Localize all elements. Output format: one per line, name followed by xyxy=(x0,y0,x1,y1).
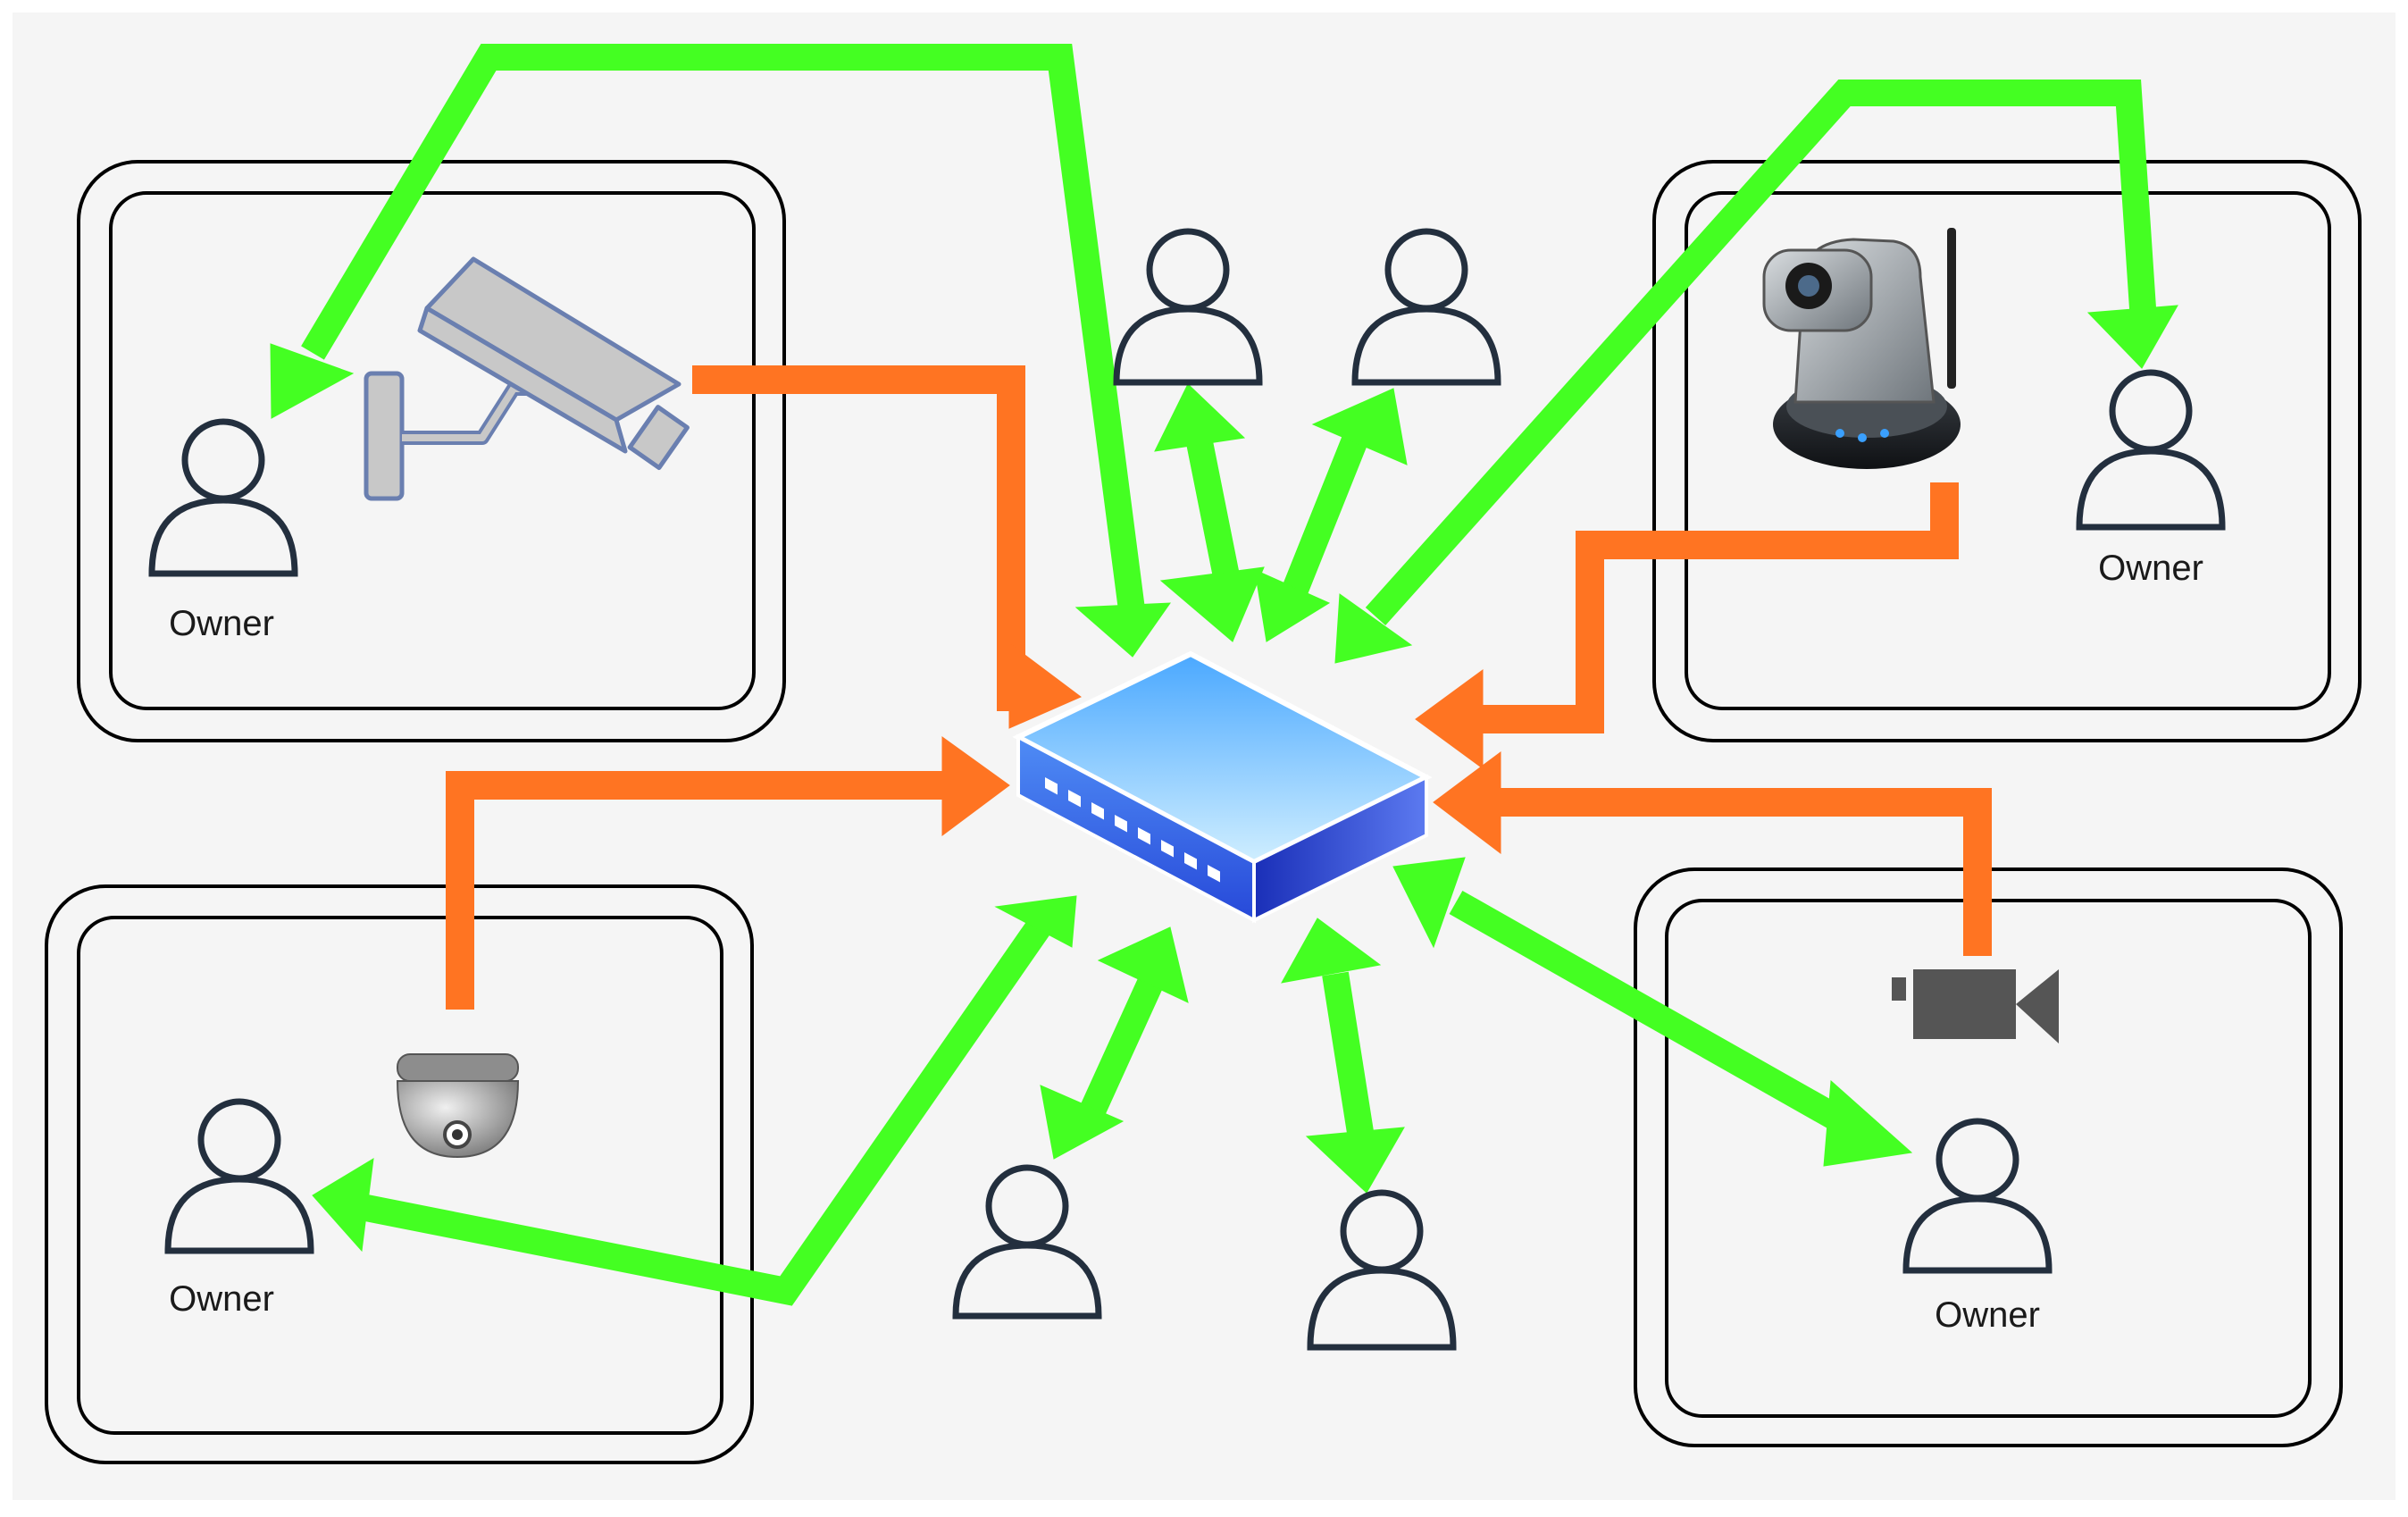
orange-arrow-dome-to-hub xyxy=(446,771,956,1010)
green-arrow-viewer1 xyxy=(1183,426,1242,588)
green-arrowhead-hub-from-bottom-right xyxy=(1392,857,1466,949)
viewer-person-icon-1 xyxy=(1113,228,1263,386)
green-arrowhead-viewer2-bottom xyxy=(1254,569,1331,642)
green-arrow-hub-to-owner-bottom-left xyxy=(355,917,1052,1306)
dome-camera-icon xyxy=(396,1053,520,1159)
orange-arrowhead-bullet xyxy=(1008,642,1082,729)
green-arrowhead-viewer1-bottom xyxy=(1159,566,1265,642)
top-right-zone-frame xyxy=(1652,160,2362,742)
orange-arrow-video-to-hub xyxy=(1496,788,1992,956)
viewer-person-icon-4 xyxy=(1307,1189,1457,1351)
viewer-person-icon-2 xyxy=(1351,228,1501,386)
owner-person-icon-bottom-left xyxy=(164,1098,314,1254)
orange-arrows xyxy=(446,365,1992,1010)
viewer-person-icon-3 xyxy=(952,1164,1102,1320)
bottom-left-zone-frame xyxy=(45,884,754,1464)
green-arrowhead-hub-from-top-right xyxy=(1334,593,1413,664)
green-arrowhead-viewer3-top xyxy=(1097,926,1189,1003)
green-arrowhead-viewer2-top xyxy=(1311,388,1408,465)
owner-label-bottom-left: Owner xyxy=(169,1279,274,1319)
orange-arrowhead-dome xyxy=(941,736,1010,836)
orange-arrow-ipcam-to-hub xyxy=(1474,482,1959,733)
green-arrowhead-viewer4-bottom xyxy=(1305,1127,1405,1194)
orange-arrowhead-ipcam xyxy=(1415,669,1484,769)
orange-arrowhead-video xyxy=(1433,751,1501,855)
network-switch-icon xyxy=(1012,650,1433,924)
green-arrowhead-hub-from-bottom-left xyxy=(994,895,1077,948)
owner-label-top-right: Owner xyxy=(2098,549,2203,588)
green-arrow-viewer4 xyxy=(1322,971,1375,1146)
green-arrow-hub-to-owner-top-left xyxy=(301,44,1146,618)
owner-person-icon-top-right xyxy=(2076,369,2226,531)
owner-person-icon-bottom-right xyxy=(1902,1118,2053,1274)
green-arrow-viewer3 xyxy=(1077,963,1169,1123)
green-arrowhead-owner-bottom-right xyxy=(1823,1079,1913,1167)
green-arrows xyxy=(270,44,2178,1306)
video-camera-icon xyxy=(1892,969,2059,1043)
green-arrow-viewer2 xyxy=(1283,428,1370,595)
green-arrow-owner-bottom-right xyxy=(1449,890,1865,1143)
green-arrow-ipzone-to-hub xyxy=(1365,80,2157,626)
green-arrowhead-viewer1-top xyxy=(1154,383,1246,452)
green-arrowhead-owner-top-right xyxy=(2086,305,2178,369)
green-arrowhead-viewer3-bottom xyxy=(1040,1085,1125,1160)
owner-person-icon-top-left xyxy=(148,418,298,577)
owner-label-bottom-right: Owner xyxy=(1935,1295,2040,1335)
green-arrowhead-viewer4-top xyxy=(1281,918,1382,984)
bullet-camera-icon xyxy=(364,256,690,501)
green-arrowhead-owner-bottom-left xyxy=(312,1158,374,1253)
green-arrowhead-owner-top-left xyxy=(270,343,355,419)
owner-label-top-left: Owner xyxy=(169,604,274,643)
green-arrowhead-hub-from-top xyxy=(1074,602,1171,658)
pan-tilt-ip-camera-icon xyxy=(1762,228,1961,469)
